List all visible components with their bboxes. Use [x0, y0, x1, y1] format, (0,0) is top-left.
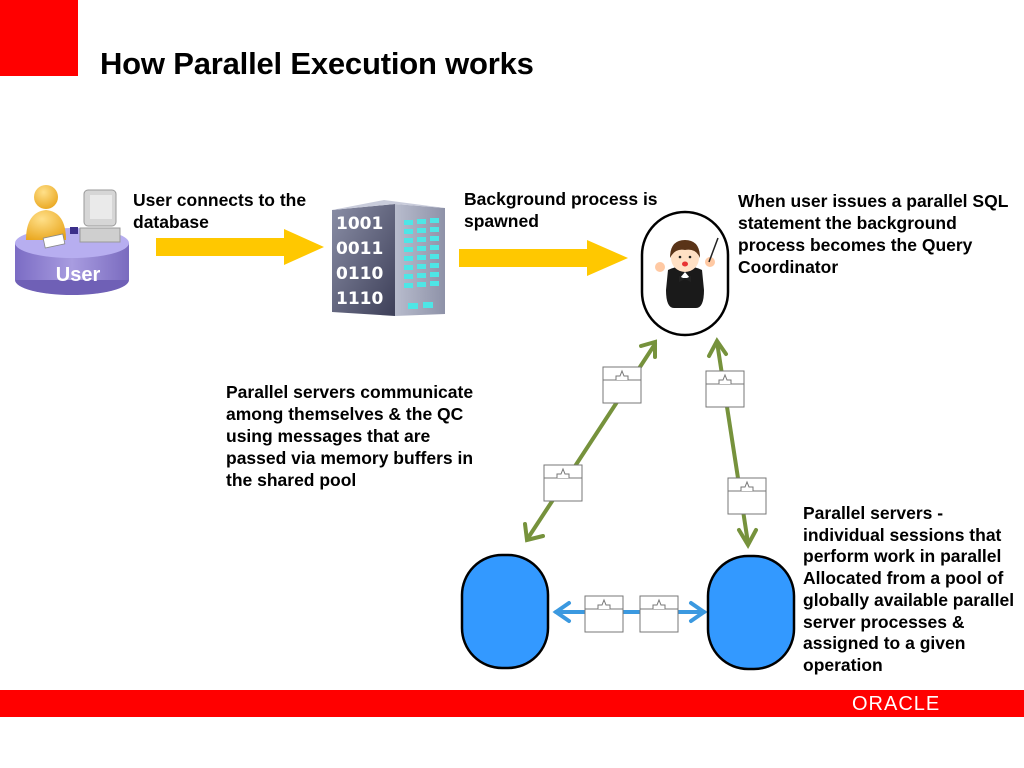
binary-row: 0011	[336, 239, 383, 259]
spawn-arrow	[459, 240, 628, 276]
message-buffer-icon	[705, 370, 745, 408]
connect-arrow	[156, 229, 324, 265]
message-buffer-icon	[727, 477, 767, 515]
parallel-server-left	[460, 553, 550, 670]
conductor-icon	[655, 237, 719, 308]
server-server-link	[552, 601, 708, 623]
message-buffer-icon	[602, 366, 642, 404]
query-coordinator-note: When user issues a parallel SQL statemen…	[738, 191, 1009, 277]
user-connects-note: User connects to the database	[133, 190, 307, 232]
message-buffer-icon	[584, 595, 624, 633]
user-at-computer-icon	[15, 185, 129, 295]
binary-row: 1110	[336, 289, 383, 309]
parallel-servers-note: Parallel servers - individual sessions t…	[803, 503, 1015, 675]
slide-title: How Parallel Execution works	[100, 46, 534, 81]
background-process-note: Background process is spawned	[464, 189, 658, 231]
user-label: User	[55, 264, 101, 286]
binary-row: 1001	[336, 214, 383, 234]
brand-red-square	[0, 0, 78, 76]
database-building-icon: 1001 0011 0110 1110	[332, 200, 445, 316]
oracle-logo: ORACLE	[852, 693, 941, 715]
footer-bar	[0, 690, 1024, 717]
message-buffer-icon	[639, 595, 679, 633]
communication-note: Parallel servers communicate among thems…	[226, 382, 474, 490]
binary-row: 0110	[336, 264, 383, 284]
query-coordinator-node	[640, 210, 730, 337]
message-buffer-icon	[543, 464, 583, 502]
parallel-server-right	[706, 554, 796, 671]
